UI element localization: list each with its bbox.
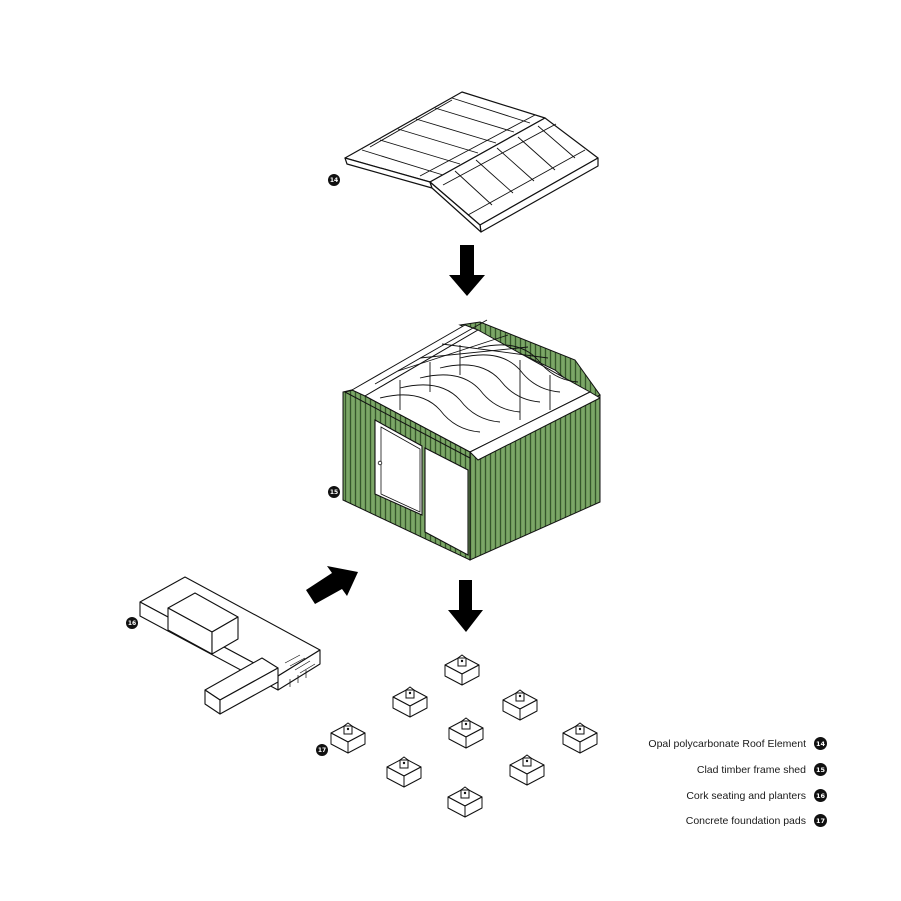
- foundation-pad: [509, 754, 545, 786]
- tag-14-marker: 14: [328, 174, 340, 186]
- legend-number-badge: 16: [814, 789, 827, 802]
- foundation-pad: [448, 717, 484, 749]
- roof-element: [344, 91, 599, 233]
- tag-15-marker: 15: [328, 486, 340, 498]
- legend-label: Concrete foundation pads: [685, 814, 806, 827]
- concrete-foundation-pads: [330, 654, 598, 818]
- diagonal-arrow-icon: [306, 566, 358, 604]
- svg-text:15: 15: [330, 489, 338, 496]
- legend-item-roof: Opal polycarbonate Roof Element 14: [648, 737, 827, 750]
- foundation-pad: [444, 654, 480, 686]
- legend-number-badge: 14: [814, 737, 827, 750]
- legend-label: Clad timber frame shed: [696, 763, 806, 776]
- cork-seating-and-planters: [139, 576, 321, 715]
- down-arrow-icon: [448, 580, 483, 632]
- foundation-pad: [562, 722, 598, 754]
- tag-16-marker: 16: [126, 617, 138, 629]
- legend-number-badge: 17: [814, 814, 827, 827]
- svg-text:14: 14: [330, 177, 338, 184]
- clad-timber-frame-shed: [342, 319, 601, 561]
- svg-text:17: 17: [318, 747, 326, 754]
- foundation-pad: [392, 686, 428, 718]
- legend-label: Cork seating and planters: [686, 789, 806, 802]
- legend-item-pads: Concrete foundation pads 17: [686, 814, 827, 827]
- legend-item-shed: Clad timber frame shed 15: [697, 763, 827, 776]
- foundation-pad: [447, 786, 483, 818]
- legend-item-seating: Cork seating and planters 16: [686, 789, 827, 802]
- foundation-pad: [502, 689, 538, 721]
- legend-label: Opal polycarbonate Roof Element: [648, 737, 806, 750]
- down-arrow-icon: [449, 245, 485, 296]
- tag-17-marker: 17: [316, 744, 328, 756]
- legend-number-badge: 15: [814, 763, 827, 776]
- svg-text:16: 16: [128, 620, 136, 627]
- foundation-pad: [386, 756, 422, 788]
- foundation-pad: [330, 722, 366, 754]
